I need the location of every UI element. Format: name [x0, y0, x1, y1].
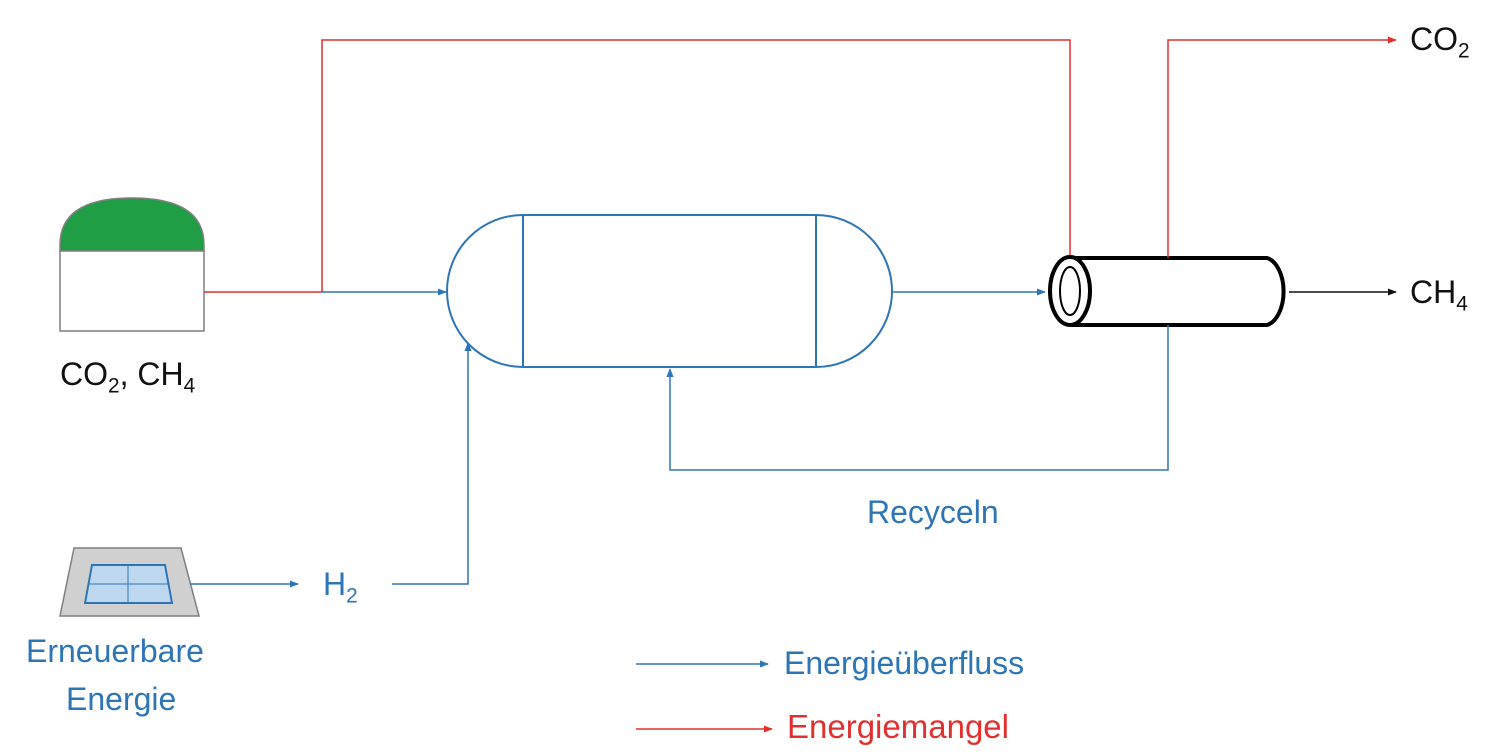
biogas-digester-icon [59, 197, 205, 332]
renewable-energy-label-line2: Energie [66, 681, 177, 717]
separator-inner-ring [1059, 266, 1081, 316]
co2-outlet-line [1167, 36, 1397, 258]
recycle-line [666, 325, 1169, 471]
feed-gas-label: CO2, CH4 [60, 356, 196, 398]
solar-panel-icon [59, 547, 200, 617]
co2-output-label: CO2 [1410, 21, 1470, 63]
membrane-separator-icon [1048, 255, 1286, 327]
recycle-label: Recyceln [867, 494, 999, 530]
ch4-output-label: CH4 [1410, 274, 1468, 316]
legend-label-shortage: Energiemangel [787, 708, 1009, 745]
reactor-vessel-icon [446, 214, 893, 368]
renewable-energy-label-line1: Erneuerbare [26, 633, 204, 669]
h2-label: H2 [323, 566, 358, 608]
digester-dome [59, 197, 205, 252]
h2-feed-line [392, 342, 472, 585]
reactor-body [446, 214, 893, 368]
digester-tank [59, 250, 205, 332]
legend-label-surplus: Energieüberfluss [784, 645, 1025, 681]
separator-body [1070, 256, 1286, 327]
bypass-line-red [321, 39, 1074, 292]
